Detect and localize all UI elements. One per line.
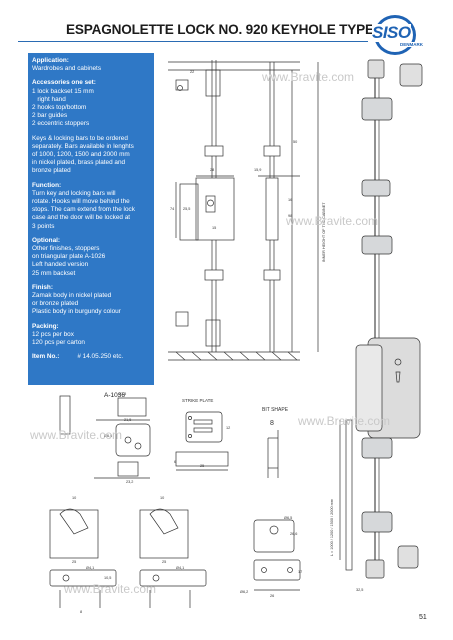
page-number: 51 <box>419 614 427 621</box>
strike-plate-label: STRIKE PLATE <box>182 398 214 403</box>
finish-heading: Finish: <box>32 283 53 291</box>
finish-line: or bronze plated <box>32 300 79 308</box>
page-title: ESPAGNOLETTE LOCK NO. 920 KEYHOLE TYPE <box>66 22 374 37</box>
bar-guide-drawing <box>253 519 301 591</box>
dim-label: 21,5 <box>124 418 132 422</box>
title-rule <box>18 41 368 42</box>
dim-label: 6 <box>174 460 177 464</box>
dim-label: 26,6 <box>290 532 298 536</box>
dim-label: 10,5 <box>104 576 112 580</box>
function-section: Function: Turn key and locking bars will… <box>32 182 150 231</box>
dim-label: 15 <box>212 226 217 230</box>
dim-label: 23,2 <box>126 480 134 484</box>
optional-line: on triangular plate A-1026 <box>32 253 106 261</box>
optional-line: 25 mm backset <box>32 269 76 277</box>
accessory-line: 2 eccentric stoppers <box>32 120 90 128</box>
dim-label: 8 <box>270 420 274 427</box>
dim-label: 10 <box>160 496 165 500</box>
dim-label: 25 <box>72 560 77 564</box>
optional-section: Optional: Other finishes, stoppers on tr… <box>32 237 150 278</box>
watermark: www.Bravite.com <box>64 582 157 596</box>
info-panel: Application: Wardrobes and cabinets Acce… <box>28 53 154 385</box>
watermark: www.Bravite.com <box>298 414 391 428</box>
logo-sub: DENMARK <box>400 42 423 47</box>
accessories-section: Accessories one set: 1 lock backset 15 m… <box>32 79 150 128</box>
watermark: www.Bravite.com <box>286 214 379 228</box>
cabinet-section-drawing <box>168 60 319 361</box>
keys-section: Keys & locking bars to be ordered separa… <box>32 135 150 176</box>
application-text: Wardrobes and cabinets <box>32 65 102 73</box>
application-section: Application: Wardrobes and cabinets <box>32 57 150 73</box>
function-heading: Function: <box>32 181 62 189</box>
a1036-label: A-1036 <box>104 392 125 399</box>
bit-shape-drawing <box>267 430 279 478</box>
application-heading: Application: <box>32 57 69 64</box>
dim-label: 25 <box>162 560 167 564</box>
optional-line: Left handed version <box>32 261 89 269</box>
a1036-drawing <box>59 395 151 479</box>
strike-plate-drawing <box>175 411 229 471</box>
item-number-label: Item No.: <box>32 353 60 361</box>
item-number-value: # 14.05.250 etc. <box>77 353 124 361</box>
accessory-line: 1 lock backset 15 mm <box>32 87 94 95</box>
dim-label: 15,9 <box>254 168 262 172</box>
optional-heading: Optional: <box>32 236 61 244</box>
function-line: stops. The cam extend from the lock <box>32 206 135 214</box>
dim-label: Ø7,5 <box>118 392 127 396</box>
finish-line: Plastic body in burgundy colour <box>32 308 121 316</box>
dim-label: Ø6,5 <box>284 516 293 520</box>
bit-shape-label: BIT SHAPE <box>262 407 289 413</box>
accessory-line: 2 bar guides <box>32 112 68 120</box>
packing-line: 12 pcs per box <box>32 330 74 338</box>
packing-heading: Packing: <box>32 322 59 330</box>
dim-label: 17 <box>298 570 303 574</box>
dim-label: Ø6,2 <box>240 590 249 594</box>
inner-height-label: INNER HEIGHT OF THE CABINET <box>322 202 326 262</box>
bar-lengths-label: L = 1000 / 1200 / 1500 / 2000 mm <box>330 499 334 556</box>
keys-line: separately. Bars available in lenghts <box>32 142 134 150</box>
accessory-line: right hand <box>32 95 66 103</box>
finish-line: Zamak body in nickel plated <box>32 292 112 300</box>
watermark: www.Bravite.com <box>262 70 355 84</box>
dim-label: 98 <box>288 214 293 218</box>
dim-label: 32,5 <box>356 588 364 592</box>
hook-drawings <box>49 508 207 608</box>
dim-label: 26 <box>270 594 275 598</box>
dim-label: 74 <box>170 207 175 211</box>
watermark: www.Bravite.com <box>30 428 123 442</box>
dim-label: 16 <box>288 198 293 202</box>
function-line: 3 points <box>32 222 55 230</box>
dim-label: Ø4,1 <box>176 566 185 570</box>
dim-label: 25,5 <box>183 207 191 211</box>
keys-line: bronze plated <box>32 167 71 175</box>
packing-section: Packing: 12 pcs per box 120 pcs per cart… <box>32 323 150 348</box>
dim-label: 28 <box>210 168 215 172</box>
function-line: Turn key and locking bars will <box>32 189 116 197</box>
dim-label: 12 <box>226 426 231 430</box>
item-number-row: Item No.: # 14.05.250 etc. <box>32 353 150 361</box>
dim-label: 10 <box>72 496 77 500</box>
dim-label: 8 <box>80 610 83 614</box>
packing-line: 120 pcs per carton <box>32 339 85 347</box>
keys-line: of 1000, 1200, 1500 and 2000 mm <box>32 151 130 159</box>
dim-label: Ø6,6 <box>104 434 113 438</box>
accessories-heading: Accessories one set: <box>32 79 96 87</box>
keys-line: Keys & locking bars to be ordered <box>32 134 128 142</box>
dim-label: 22 <box>190 70 195 74</box>
dim-label: 50 <box>293 140 298 144</box>
keys-line: in nickel plated, brass plated and <box>32 159 126 167</box>
logo-word: SISO <box>372 23 411 42</box>
espagnolette-product-view <box>355 59 423 579</box>
bar-length-drawing <box>339 419 353 571</box>
optional-line: Other finishes, stoppers <box>32 245 100 253</box>
siso-logo: SISO DENMARK <box>370 14 434 56</box>
finish-section: Finish: Zamak body in nickel plated or b… <box>32 284 150 317</box>
dim-label: Ø4,1 <box>86 566 95 570</box>
function-line: rotate. Hooks will move behind the <box>32 198 130 206</box>
dim-label: 25 <box>200 464 205 468</box>
function-line: case and the door will be locked at <box>32 214 131 222</box>
accessory-line: 2 hooks top/bottom <box>32 104 87 112</box>
